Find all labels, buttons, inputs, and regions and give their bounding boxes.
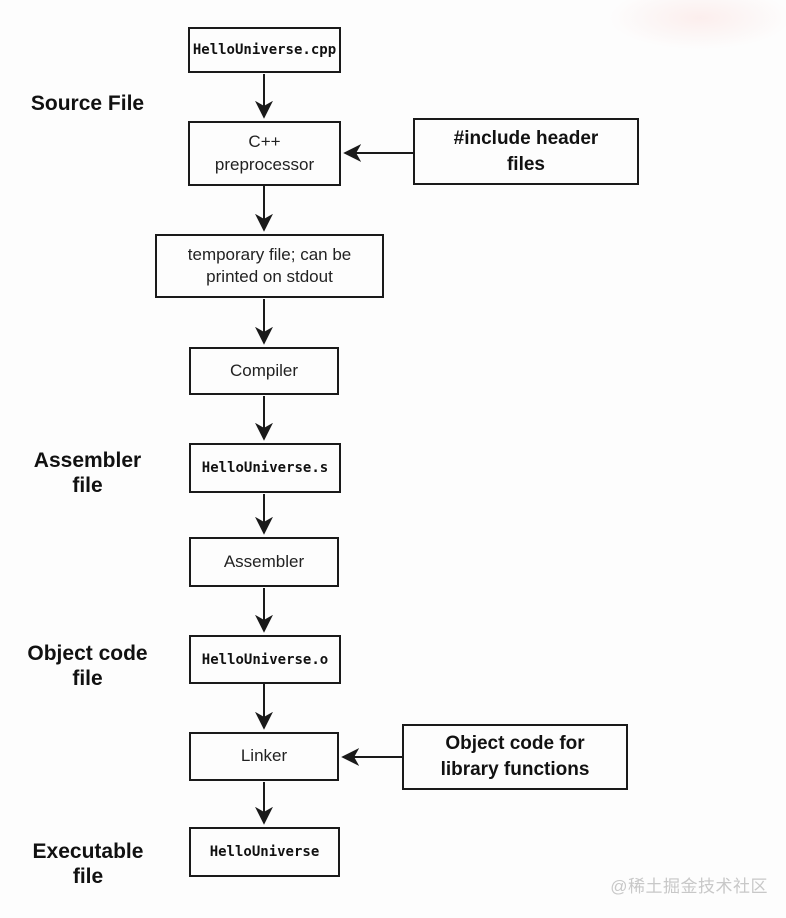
node-preprocessor: C++ preprocessor (188, 121, 341, 186)
watermark-text: @稀土掘金技术社区 (610, 877, 768, 896)
node-assembly-file: HelloUniverse.s (189, 443, 341, 493)
node-include-headers: #include header files (413, 118, 639, 185)
node-linker: Linker (189, 732, 339, 781)
node-library-objects: Object code for library functions (402, 724, 628, 790)
node-assembler: Assembler (189, 537, 339, 587)
node-source-cpp: HelloUniverse.cpp (188, 27, 341, 73)
node-temp-file: temporary file; can be printed on stdout (155, 234, 384, 298)
stage-label-object-code-file: Object code file (27, 642, 148, 690)
node-compiler: Compiler (189, 347, 339, 395)
node-object-file: HelloUniverse.o (189, 635, 341, 684)
stage-label-source-file: Source File (30, 92, 145, 115)
node-executable: HelloUniverse (189, 827, 340, 877)
stage-label-executable-file: Executable file (32, 840, 144, 888)
stage-label-assembler-file: Assembler file (33, 449, 142, 497)
